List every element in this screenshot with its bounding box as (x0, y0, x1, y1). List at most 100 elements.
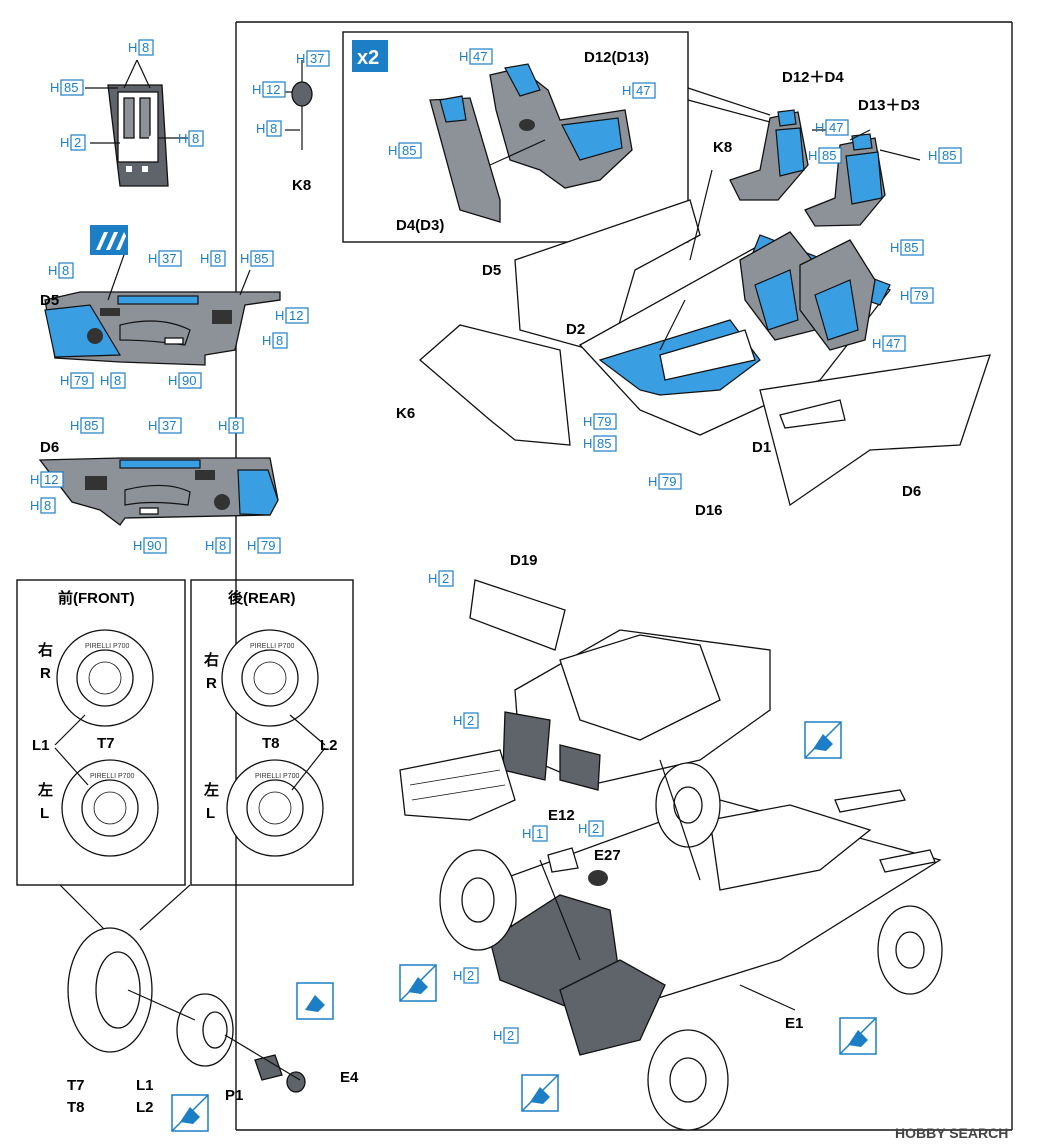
color-code-number: 79 (74, 373, 88, 388)
color-code-prefix: H (459, 49, 468, 64)
label-d6-main: D6 (902, 483, 921, 500)
label-d4-d3: D4(D3) (396, 217, 444, 234)
color-code-prefix: H (247, 538, 256, 553)
color-code-prefix: H (240, 251, 249, 266)
color-code-prefix: H (60, 373, 69, 388)
no-glue-icon (399, 964, 437, 1002)
color-code-prefix: H (388, 143, 397, 158)
color-code-box (262, 81, 286, 98)
color-code-box (658, 473, 682, 490)
rear-right-letter: R (206, 675, 217, 692)
color-code-prefix: H (100, 373, 109, 388)
label-d5-left: D5 (40, 292, 59, 309)
color-code-box (266, 120, 282, 137)
color-code-number: 8 (192, 131, 199, 146)
rear-left-wheel (226, 759, 324, 857)
color-code-prefix: H (148, 251, 157, 266)
front-right-letter: R (40, 665, 51, 682)
color-code-box (215, 537, 231, 554)
color-code-box (228, 417, 244, 434)
color-code-number: 85 (904, 240, 918, 255)
color-code-box (588, 820, 604, 837)
color-code-number: 85 (254, 251, 268, 266)
color-code-box (938, 147, 962, 164)
rear-right-wheel (221, 629, 319, 727)
color-code-box (110, 372, 126, 389)
color-code-prefix: H (60, 135, 69, 150)
color-code-prefix: H (252, 82, 261, 97)
color-code-box (178, 372, 202, 389)
color-code-number: 8 (44, 498, 51, 513)
color-code-box (158, 250, 182, 267)
color-code-box (40, 497, 56, 514)
color-code-number: 79 (597, 414, 611, 429)
assembled-seats (729, 109, 921, 227)
front-title: 前(FRONT) (58, 589, 135, 607)
label-d16: D16 (695, 502, 723, 519)
color-code-prefix: H (148, 418, 157, 433)
chassis-assembly (399, 579, 943, 1131)
no-glue-icon (171, 1094, 209, 1132)
color-code-number: 12 (289, 308, 303, 323)
color-code-box (632, 82, 656, 99)
label-k6: K6 (396, 405, 415, 422)
tire-brand-text: PIRELLI P700 (255, 773, 299, 780)
part-labels: D12(D13) D4(D3) D12＋D4 D13＋D3 K8 K8 D5 D… (40, 49, 921, 1116)
color-code-prefix: H (583, 436, 592, 451)
color-code-box (80, 417, 104, 434)
color-code-box (900, 239, 924, 256)
watermark: HOBBY SEARCH (895, 1125, 1008, 1141)
tire-brand-text: PIRELLI P700 (250, 643, 294, 650)
color-code-box (503, 1027, 519, 1044)
color-code-number: 37 (310, 51, 324, 66)
color-code-number: 8 (276, 333, 283, 348)
color-code-prefix: H (200, 251, 209, 266)
color-code-number: 2 (467, 713, 474, 728)
color-code-box (469, 48, 493, 65)
interior-tub (419, 169, 991, 507)
color-code-number: 85 (822, 148, 836, 163)
color-code-prefix: H (453, 713, 462, 728)
color-code-box (158, 417, 182, 434)
color-code-prefix: H (275, 308, 284, 323)
rear-title: 後(REAR) (227, 589, 296, 607)
color-code-number: 12 (44, 472, 58, 487)
label-k8-left: K8 (292, 177, 311, 194)
cement-glue-icon (296, 982, 334, 1020)
wheel-orientation-panel (16, 579, 354, 931)
color-code-h12-b: H 12 (275, 307, 309, 324)
no-glue-icon (839, 1017, 877, 1055)
color-code-number: 2 (507, 1028, 514, 1043)
color-code-prefix: H (218, 418, 227, 433)
no-glue-icon (804, 721, 842, 759)
tire-brand-text: PIRELLI P700 (90, 773, 134, 780)
color-code-number: 90 (147, 538, 161, 553)
label-d12-d4: D12＋D4 (782, 69, 844, 86)
color-code-number: 2 (467, 968, 474, 983)
color-code-box (882, 335, 906, 352)
color-code-prefix: H (48, 263, 57, 278)
color-code-box (438, 570, 454, 587)
color-code-h85-f: H 85 (240, 250, 274, 267)
color-code-number: 8 (214, 251, 221, 266)
wheel-exploded-view (67, 927, 306, 1093)
color-code-box (60, 79, 84, 96)
wheel-panel-labels: 前(FRONT) 後(REAR) 右 R 左 L 右 R 左 L T7 T8 L… (32, 589, 338, 822)
color-code-box (398, 142, 422, 159)
color-code-box (58, 262, 74, 279)
color-code-number: 90 (182, 373, 196, 388)
color-code-number: 79 (914, 288, 928, 303)
